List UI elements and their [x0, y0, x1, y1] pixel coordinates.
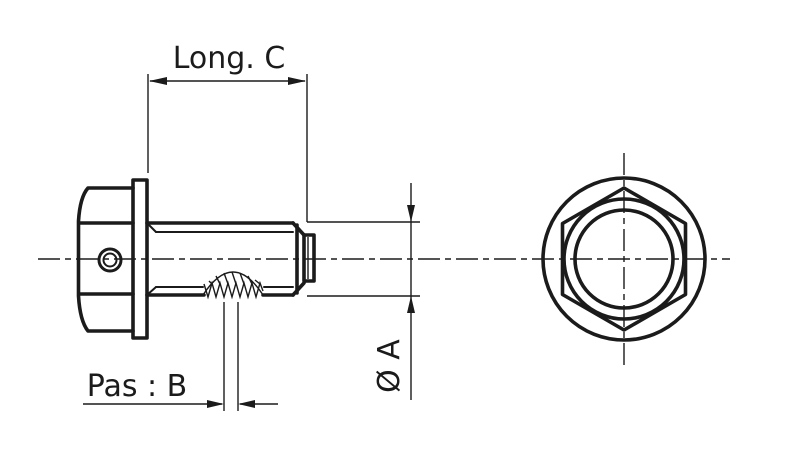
thread-crest-arc: [202, 271, 264, 296]
arrowhead-left: [149, 77, 167, 85]
shank-left-chamfer-bottom: [146, 286, 157, 296]
thread-profile: [202, 271, 264, 300]
dimension-pitch-b: Pas : B: [83, 302, 278, 411]
thread-hatch: [239, 272, 245, 285]
thread-hatch: [223, 272, 229, 285]
shank-left-chamfer-top: [146, 222, 157, 233]
pitch-label: Pas : B: [87, 369, 188, 404]
diameter-label: Ø A: [372, 339, 407, 393]
side-view: [76, 178, 316, 340]
end-view: [541, 153, 707, 367]
flange: [131, 178, 149, 340]
dimension-diameter-a: Ø A: [307, 183, 420, 400]
tip-nipple: [302, 233, 316, 283]
arrowhead-left: [207, 400, 224, 408]
dimension-length-c: Long. C: [147, 41, 308, 222]
wire-hole-inner: [102, 252, 118, 268]
thread-hatch: [247, 275, 253, 285]
wire-hole-outer: [97, 247, 123, 273]
flange-circle: [541, 176, 707, 342]
arrowhead-up: [407, 296, 415, 313]
length-label: Long. C: [173, 41, 286, 76]
hex-head-outline: [76, 186, 135, 333]
thread-hatch: [208, 280, 213, 285]
arrowhead-right: [288, 77, 306, 85]
thread-teeth: [203, 280, 264, 300]
thread-hatch: [254, 279, 261, 285]
hexagon: [560, 186, 688, 332]
arrowhead-right: [238, 400, 255, 408]
thread-hatch: [231, 271, 237, 285]
thread-hatch: [215, 275, 221, 285]
arrowhead-down: [407, 205, 415, 222]
